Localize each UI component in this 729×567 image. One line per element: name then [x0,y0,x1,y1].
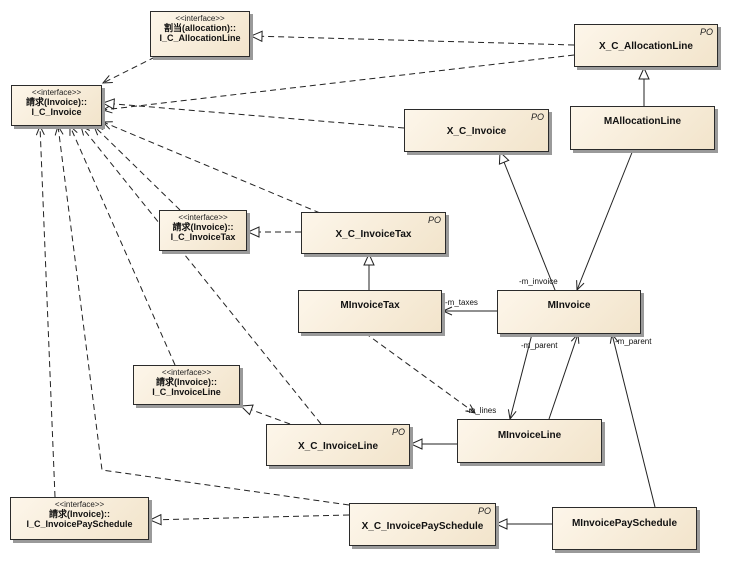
edge-xsched-to-isched [148,513,350,526]
class-name: X_C_InvoiceLine [297,441,379,452]
stereotype-label: <<interface>> [178,213,228,222]
class-name: X_C_AllocationLine [599,41,693,52]
po-tag: PO [427,215,441,225]
stereotype-label: <<interface>> [54,500,105,509]
stereotype-label: <<interface>> [175,14,225,23]
role-label-m-invoice: -m_invoice [519,277,558,286]
class-minvoiceline[interactable]: MInvoiceLine [457,419,602,463]
edge-mal-to-minv [576,149,634,292]
stereotype-label: <<interface>> [161,368,212,377]
edge-msched-to-minv [609,332,656,508]
class-mallocationline[interactable]: MAllocationLine [570,106,715,150]
interface-i-c-allocationline[interactable]: <<interface>> 割当(allocation):: I_C_Alloc… [150,11,250,57]
edge-xline-to-iinvoice [80,125,322,425]
edge-xal-to-ialloc [249,30,575,46]
interface-name: I_C_Invoice [31,107,82,117]
interface-package: 請求(Invoice):: [155,377,217,387]
interface-i-c-invoice[interactable]: <<interface>> 請求(Invoice):: I_C_Invoice [11,85,102,126]
edge-ialloc-to-iinvoice [101,56,156,84]
po-tag: PO [699,27,713,37]
edge-minv-to-xinv [498,150,556,291]
class-name: X_C_InvoiceTax [335,229,412,240]
class-name: MInvoice [547,300,591,311]
interface-package: 請求(Invoice):: [25,97,87,107]
interface-package: 請求(Invoice):: [172,222,234,232]
class-name: MAllocationLine [603,116,682,127]
edge-itax-to-iinvoice [93,125,181,211]
class-x-c-invoicepayschedule[interactable]: PO X_C_InvoicePaySchedule [349,503,496,546]
class-name: MInvoiceLine [497,430,562,441]
edge-isched-to-iinvoice [35,124,56,498]
class-minvoicetax[interactable]: MInvoiceTax [298,290,442,333]
edge-xinv-to-iinvoice [101,98,405,129]
interface-i-c-invoicepayschedule[interactable]: <<interface>> 請求(Invoice):: I_C_InvoiceP… [10,497,149,540]
class-name: MInvoicePaySchedule [571,518,678,529]
role-label-m-parent-line: -m_parent [521,341,558,350]
interface-name: I_C_AllocationLine [159,33,241,43]
class-name: MInvoiceTax [340,300,400,311]
class-name: X_C_Invoice [446,126,507,137]
class-minvoicepayschedule[interactable]: MInvoicePaySchedule [552,507,697,550]
edge-iline-to-iinvoice [69,124,176,366]
edge-xsched-to-iinvoice [54,124,350,506]
class-x-c-allocationline[interactable]: PO X_C_AllocationLine [574,24,718,67]
class-x-c-invoicetax[interactable]: PO X_C_InvoiceTax [301,212,446,254]
interface-package: 割当(allocation):: [164,23,236,33]
role-label-m-parent-schedule: -m_parent [615,337,652,346]
edge-mline-to-minv [548,332,580,420]
po-tag: PO [530,112,544,122]
interface-name: I_C_InvoiceLine [152,387,221,397]
class-name: X_C_InvoicePaySchedule [361,521,484,532]
po-tag: PO [477,506,491,516]
edge-minv-to-mline [507,333,533,421]
interface-name: I_C_InvoiceTax [170,232,236,242]
edge-xtax-to-iinvoice [101,121,321,214]
class-x-c-invoice[interactable]: PO X_C_Invoice [404,109,549,152]
po-tag: PO [391,427,405,437]
role-label-m-lines: -m_lines [466,406,497,415]
edge-mtax-to-mline [364,332,476,414]
class-x-c-invoiceline[interactable]: PO X_C_InvoiceLine [266,424,410,466]
interface-package: 請求(Invoice):: [48,509,110,519]
class-minvoice[interactable]: MInvoice [497,290,641,334]
edge-xline-to-iline [239,404,291,425]
role-label-m-taxes: -m_taxes [445,298,478,307]
interface-name: I_C_InvoicePaySchedule [26,519,133,529]
edge-xal-to-iinvoice [101,54,575,114]
interface-i-c-invoicetax[interactable]: <<interface>> 請求(Invoice):: I_C_InvoiceT… [159,210,247,251]
interface-i-c-invoiceline[interactable]: <<interface>> 請求(Invoice):: I_C_InvoiceL… [133,365,240,405]
stereotype-label: <<interface>> [31,88,82,97]
